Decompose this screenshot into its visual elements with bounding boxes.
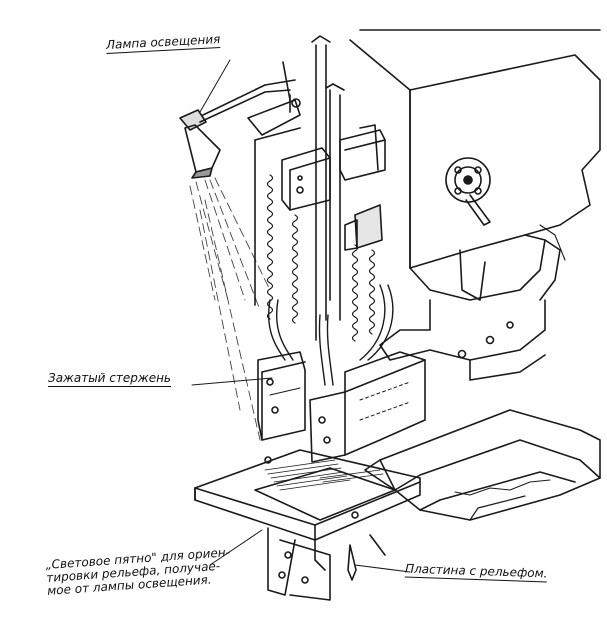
lamp	[179, 61, 296, 179]
cables	[268, 284, 394, 386]
light-rays	[189, 177, 271, 441]
coil-springs	[266, 174, 376, 342]
relief-plate	[194, 449, 421, 601]
adjustment-knob	[445, 157, 491, 226]
upper-clamp	[281, 124, 386, 251]
lower-jaws	[257, 351, 426, 463]
leader-lines	[191, 59, 411, 573]
machine-housing	[349, 29, 601, 301]
label-clamped-rod: Зажатый стержень	[48, 371, 171, 387]
